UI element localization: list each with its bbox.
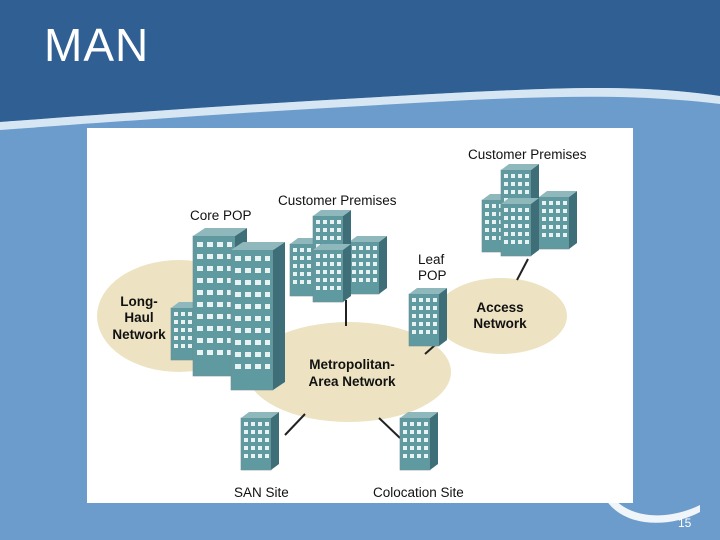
- customer-premises-mid-label: Customer Premises: [278, 193, 397, 208]
- long-haul-label-line1: Long-: [120, 294, 157, 309]
- access-network-label-line1: Access: [476, 300, 523, 315]
- metro-network-label-line2: Area Network: [308, 374, 396, 389]
- core-pop-tower-icon: [230, 241, 286, 391]
- building-icon: [312, 243, 352, 303]
- diagram-panel: Customer Premises Customer Premises Core…: [87, 128, 633, 503]
- colocation-site-label: Colocation Site: [373, 485, 464, 500]
- leaf-pop-building-icon: [408, 287, 448, 347]
- metro-network-ellipse: [247, 322, 451, 422]
- building-icon: [538, 190, 578, 250]
- long-haul-label-line2: Haul: [124, 310, 153, 325]
- long-haul-label-line3: Network: [112, 327, 166, 342]
- san-site-building-icon: [240, 411, 280, 471]
- building-icon: [348, 235, 388, 295]
- page-number: 15: [678, 516, 692, 530]
- san-site-label: SAN Site: [234, 485, 289, 500]
- access-network-ellipse: [435, 278, 567, 354]
- customer-premises-top-label: Customer Premises: [468, 147, 587, 162]
- metro-network-label-line1: Metropolitan-: [309, 357, 395, 372]
- core-pop-label: Core POP: [190, 208, 252, 223]
- leaf-pop-label-line2: POP: [418, 268, 447, 283]
- colocation-site-building-icon: [399, 411, 439, 471]
- access-network-label-line2: Network: [473, 316, 527, 331]
- building-icon: [500, 197, 540, 257]
- leaf-pop-label-line1: Leaf: [418, 252, 445, 267]
- man-diagram: Customer Premises Customer Premises Core…: [97, 147, 587, 500]
- slide-title: MAN: [44, 19, 150, 71]
